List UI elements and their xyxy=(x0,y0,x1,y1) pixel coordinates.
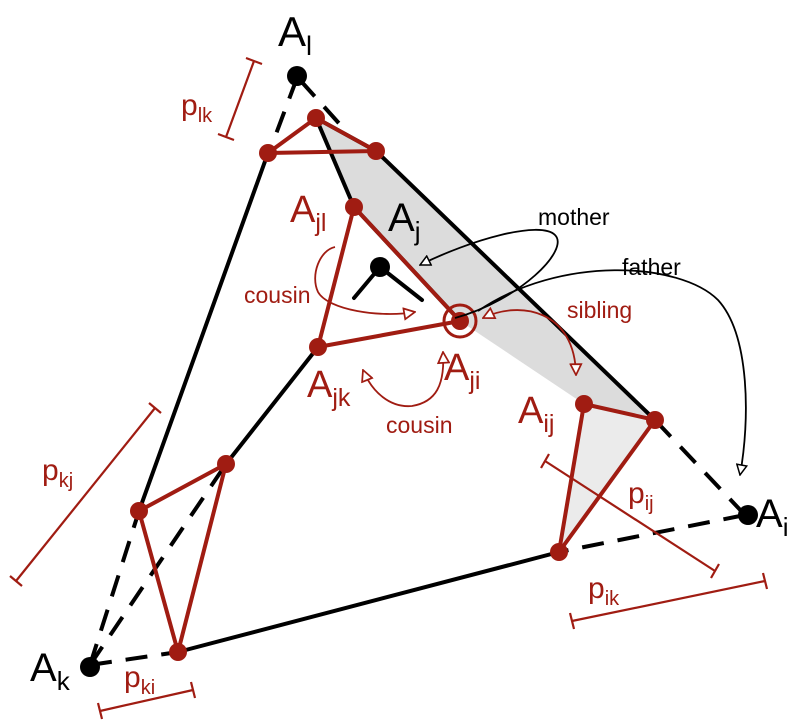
dash-k-mid xyxy=(88,462,228,667)
label-father: father xyxy=(622,254,681,280)
point-left-1 xyxy=(130,502,148,520)
label-vertex-k: Ak xyxy=(30,646,71,696)
label-sibling: sibling xyxy=(567,297,632,323)
dash-l-right xyxy=(298,78,347,132)
edge-j-ji xyxy=(314,116,356,209)
edge-lj-i xyxy=(374,149,657,422)
coarse-vertices xyxy=(80,66,758,677)
point-ji xyxy=(451,312,469,330)
point-ij xyxy=(575,395,593,413)
width-bars xyxy=(9,56,769,720)
bar-lk xyxy=(217,56,263,142)
sibling-arrow xyxy=(483,310,576,375)
vertex-l-dot xyxy=(287,66,307,86)
vertex-i-dot xyxy=(738,505,758,525)
father-arrow xyxy=(477,269,746,475)
shaded-face-lower xyxy=(559,404,655,552)
label-vertex-l: Al xyxy=(278,8,312,61)
bar-ij xyxy=(540,453,720,579)
label-width-ki: pki xyxy=(124,661,155,699)
label-point-ij: Aij xyxy=(518,390,554,438)
red-triangle-top xyxy=(266,116,378,155)
label-width-ij: pij xyxy=(628,477,654,515)
edge-j-k xyxy=(224,345,320,466)
vertex-k-dot xyxy=(80,657,100,677)
label-point-jk: Ajk xyxy=(307,364,351,412)
point-jl xyxy=(345,198,363,216)
point-right-3 xyxy=(550,543,568,561)
cousin-top-arrow xyxy=(314,246,415,314)
point-right-2 xyxy=(646,411,664,429)
label-cousin-top: cousin xyxy=(244,282,310,308)
label-mother: mother xyxy=(538,204,610,230)
label-width-lk: plk xyxy=(181,89,213,127)
label-point-ji: Aji xyxy=(444,347,480,395)
red-triangle-center xyxy=(316,205,462,349)
cousin-bottom-arrow xyxy=(363,352,443,407)
coarse-edges-dashed xyxy=(88,77,747,667)
bar-ki xyxy=(96,681,197,720)
point-left-3 xyxy=(169,643,187,661)
edge-l-k xyxy=(137,151,270,513)
point-top-2 xyxy=(367,142,385,160)
point-top-1 xyxy=(307,109,325,127)
shaded-face-upper xyxy=(316,118,655,420)
dash-i-lower xyxy=(558,513,746,554)
point-ji-ring xyxy=(442,303,478,339)
label-width-kj: pkj xyxy=(42,454,73,492)
label-width-ik: pik xyxy=(588,572,620,610)
dash-k-up xyxy=(88,510,141,666)
red-triangle-left xyxy=(137,462,228,654)
bar-kj xyxy=(9,402,162,587)
dash-k-right xyxy=(89,650,179,667)
point-top-3 xyxy=(259,144,277,162)
dash-i-upper xyxy=(653,418,747,517)
label-cousin-bottom: cousin xyxy=(386,412,452,438)
label-vertex-i: Ai xyxy=(756,492,788,542)
label-point-jl: Ajl xyxy=(290,189,326,237)
point-jk xyxy=(309,338,327,356)
refined-points xyxy=(130,109,664,661)
label-vertex-j: Aj xyxy=(388,196,420,246)
point-left-2 xyxy=(217,455,235,473)
bar-ik xyxy=(568,572,769,630)
edge-k-i xyxy=(176,550,561,654)
dash-l-down xyxy=(268,77,299,151)
vertex-j-dot xyxy=(370,257,390,277)
